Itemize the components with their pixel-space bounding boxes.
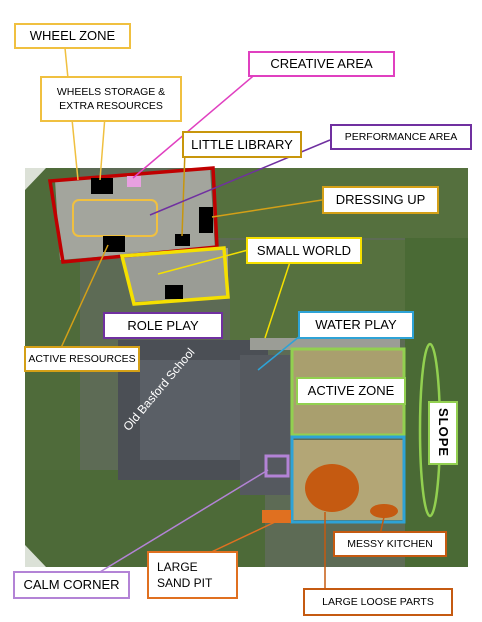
large-sand-pit-label: LARGE SAND PIT [147,551,238,599]
large-loose-parts-marker [305,464,359,512]
calm-corner-outline [264,454,290,478]
active-zone-label: ACTIVE ZONE [296,377,406,405]
performance-area-label: PERFORMANCE AREA [330,124,472,150]
leader-active-resources [59,244,109,351]
wheels-storage-marker [91,178,113,194]
messy-kitchen-label: MESSY KITCHEN [333,531,447,557]
leader-sand-pit [204,521,276,556]
tree-area-bottom-left [25,470,265,567]
map-corner-wedge-top-left [25,168,46,190]
role-play-marker [165,285,183,299]
slope-label: SLOPE [428,401,458,465]
small-world-label: SMALL WORLD [246,237,362,264]
water-play-label: WATER PLAY [298,311,414,339]
small-world-yard [120,248,228,302]
little-library-marker [175,234,190,246]
water-play-outline [290,435,406,524]
leader-calm-corner [94,469,269,576]
large-loose-parts-label: LARGE LOOSE PARTS [303,588,453,616]
dressing-up-marker [199,207,213,233]
map-corner-wedge-bottom-left [25,545,46,567]
leader-role-play [264,261,291,339]
active-resources-label: ACTIVE RESOURCES [24,346,140,372]
creative-area-label: CREATIVE AREA [248,51,395,77]
little-library-label: LITTLE LIBRARY [182,131,302,158]
leader-little-library [181,149,186,237]
leader-small-world [157,249,249,275]
wheels-storage-label: WHEELS STORAGE & EXTRA RESOURCES [40,76,182,122]
calm-corner-label: CALM CORNER [13,571,130,599]
role-play-label: ROLE PLAY [103,312,223,339]
leader-wheels-storage [99,115,106,181]
active-resources-marker [103,236,125,252]
wheel-zone-label: WHEEL ZONE [14,23,131,49]
messy-kitchen-marker [370,504,398,518]
sand-pit-marker [262,510,291,523]
leader-creative-area [132,65,266,179]
creative-area-marker [127,176,141,187]
small-world-outline [119,246,230,306]
leader-dressing-up [211,199,323,218]
school-roof-lines [140,360,240,460]
leader-water-play [257,335,301,371]
dressing-up-label: DRESSING UP [322,186,439,214]
